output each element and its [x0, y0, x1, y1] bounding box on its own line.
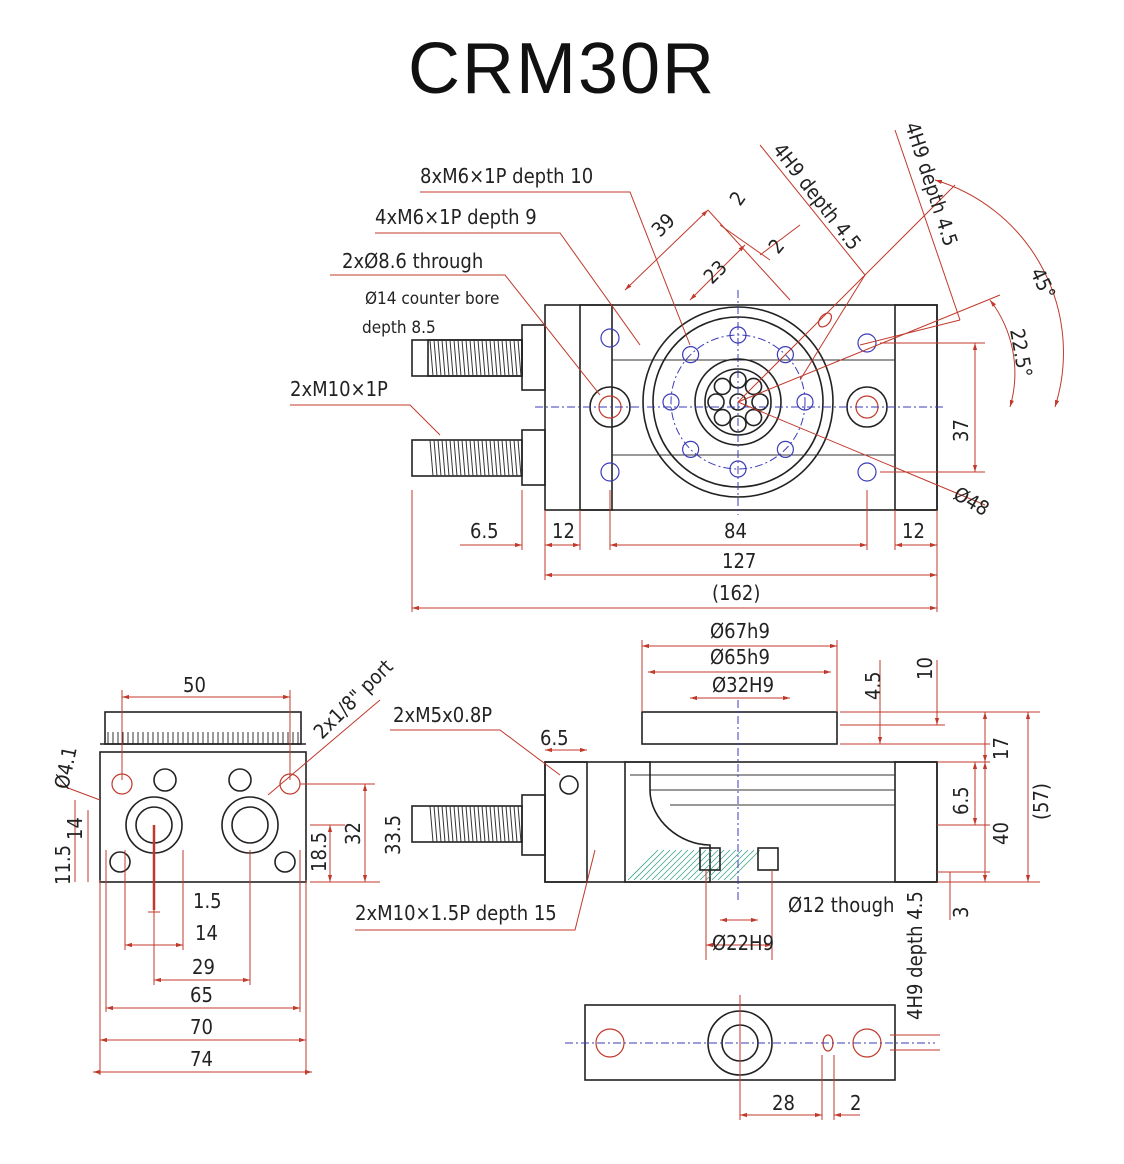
dim-4-5: 4.5	[861, 671, 885, 700]
note-m6-depth9: 4xM6×1P depth 9	[375, 205, 537, 229]
top-view: 8xM6×1P depth 10 4xM6×1P depth 9 2xØ8.6 …	[290, 119, 1064, 843]
note-m10: 2xM10×1P	[290, 377, 388, 401]
bottom-view: 28 2	[565, 995, 940, 1120]
dim-12b: 12	[902, 519, 925, 543]
note-through12: Ø12 though	[788, 893, 894, 917]
note-h9-a: 4H9 depth 4.5	[768, 138, 866, 254]
dim-11-5: 11.5	[51, 845, 75, 885]
note-m5: 2xM5x0.8P	[393, 703, 492, 727]
dim-14h: 14	[195, 921, 218, 945]
dim-84: 84	[724, 519, 747, 543]
dim-67h9: Ø67h9	[710, 619, 770, 643]
note-port: 2x1/8" port	[309, 655, 398, 744]
note-h9-b: 4H9 depth 4.5	[900, 119, 963, 249]
dim-6-5: 6.5	[470, 519, 499, 543]
note-h9-depth: 4H9 depth 4.5	[903, 891, 927, 1020]
note-m10-depth15: 2xM10×1.5P depth 15	[355, 901, 557, 925]
dim-12a: 12	[552, 519, 575, 543]
dim-2b: 2	[763, 234, 789, 258]
dim-18-5: 18.5	[307, 832, 331, 872]
dim-45deg: 45°	[1025, 264, 1060, 303]
section-body	[544, 761, 938, 883]
dim-162: (162)	[712, 581, 760, 605]
dim-17: 17	[989, 737, 1013, 760]
dim-28: 28	[772, 1091, 795, 1115]
note-cb-depth: depth 8.5	[362, 318, 436, 338]
threaded-rod-top	[411, 339, 523, 377]
dim-48: Ø48	[950, 482, 994, 521]
dim-6-5v: 6.5	[949, 786, 973, 815]
threaded-rod-bottom	[411, 439, 523, 477]
dim-74: 74	[190, 1047, 213, 1071]
dim-39: 39	[647, 208, 680, 241]
note-m6-depth10: 8xM6×1P depth 10	[420, 164, 593, 188]
drawing-title: CRM30R	[407, 29, 717, 109]
dim-37: 37	[949, 419, 973, 442]
dim-33-5: 33.5	[381, 815, 405, 855]
end-body	[99, 751, 307, 883]
dim-22-5deg: 22.5°	[1005, 327, 1037, 379]
dim-14v: 14	[63, 817, 87, 840]
dim-29: 29	[192, 955, 215, 979]
dim-32: 32	[341, 822, 365, 845]
dim-22h9: Ø22H9	[712, 931, 774, 955]
dim-32h9: Ø32H9	[712, 673, 774, 697]
dim-70: 70	[190, 1015, 213, 1039]
dim-2: 2	[850, 1091, 861, 1115]
dim-65h9: Ø65h9	[710, 645, 770, 669]
end-view: 50 2x1/8" port Ø4.1 14 11.5 18.5 32 33.5…	[49, 655, 405, 1075]
dim-57: (57)	[1029, 783, 1053, 820]
section-view: 2xM5x0.8P 6.5 Ø67h9 Ø65h9 Ø32H9 4.5 10 1…	[355, 619, 1053, 1020]
end-cap-top	[521, 324, 546, 391]
dim-6-5-sec: 6.5	[540, 726, 569, 750]
dim-1-5: 1.5	[193, 889, 222, 913]
dim-10: 10	[913, 657, 937, 680]
end-cap-bottom	[521, 429, 546, 486]
dim-40: 40	[989, 822, 1013, 845]
dim-4-1: Ø4.1	[49, 744, 81, 791]
note-through: 2xØ8.6 through	[342, 249, 483, 273]
dim-127: 127	[722, 549, 756, 573]
note-counter-bore: Ø14 counter bore	[365, 289, 499, 309]
dim-2a: 2	[724, 187, 750, 210]
dim-50: 50	[183, 673, 206, 697]
dim-3: 3	[949, 907, 973, 918]
dim-23: 23	[699, 255, 732, 288]
dim-65: 65	[190, 983, 213, 1007]
